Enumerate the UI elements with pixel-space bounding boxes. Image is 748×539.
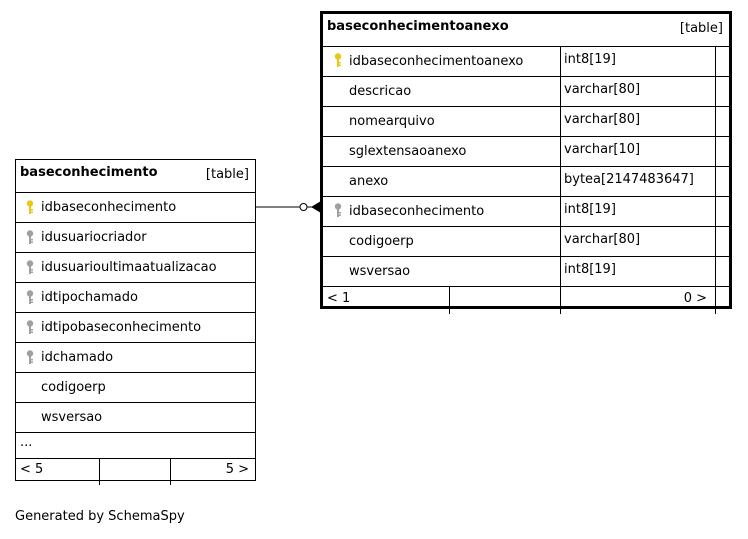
foreign-key-icon	[26, 290, 34, 309]
column-type: varchar[80]	[564, 112, 641, 127]
column-row[interactable]: codigoerp varchar[80]	[323, 227, 729, 257]
column-name: idbaseconhecimento	[349, 204, 485, 219]
foreign-key-icon	[334, 203, 342, 222]
column-name: idchamado	[41, 350, 114, 365]
generated-by-caption: Generated by SchemaSpy	[15, 509, 185, 524]
column-name: descricao	[349, 84, 412, 99]
column-name: sglextensaoanexo	[349, 144, 467, 159]
column-row[interactable]: codigoerp	[16, 373, 255, 403]
table-footer: < 1 0 >	[323, 287, 729, 314]
column-name: idusuarioultimaatualizacao	[41, 260, 217, 275]
column-row[interactable]: anexo bytea[2147483647]	[323, 167, 729, 197]
ellipsis: ...	[20, 435, 33, 450]
footer-children-count[interactable]: 0 >	[683, 291, 707, 306]
column-row[interactable]: idbaseconhecimento	[16, 193, 255, 223]
column-name: nomearquivo	[349, 114, 435, 129]
many-cardinality-marker	[311, 201, 321, 213]
column-row[interactable]: nomearquivo varchar[80]	[323, 107, 729, 137]
table-name: baseconhecimento	[20, 165, 158, 180]
column-type: varchar[10]	[564, 142, 641, 157]
primary-key-icon	[26, 200, 34, 219]
column-row[interactable]: idchamado	[16, 343, 255, 373]
foreign-key-icon	[26, 230, 34, 249]
footer-parents-count[interactable]: < 5	[20, 462, 44, 477]
foreign-key-icon	[26, 350, 34, 369]
table-baseconhecimentoanexo[interactable]: baseconhecimentoanexo [table] idbaseconh…	[320, 11, 732, 314]
primary-key-icon	[334, 53, 342, 72]
table-header: baseconhecimento [table]	[16, 160, 255, 193]
column-name: anexo	[349, 174, 389, 189]
column-type: bytea[2147483647]	[564, 172, 694, 187]
zero-cardinality-marker	[299, 203, 308, 211]
column-row[interactable]: idbaseconhecimento int8[19]	[323, 197, 729, 227]
column-name: idbaseconhecimentoanexo	[349, 54, 524, 69]
column-name: wsversao	[41, 410, 103, 425]
column-type: int8[19]	[564, 202, 616, 217]
column-name: idusuariocriador	[41, 230, 147, 245]
column-name: wsversao	[349, 264, 411, 279]
column-row[interactable]: sglextensaoanexo varchar[10]	[323, 137, 729, 167]
column-row[interactable]: descricao varchar[80]	[323, 77, 729, 107]
foreign-key-icon	[26, 260, 34, 279]
table-footer: < 5 5 >	[16, 459, 255, 485]
table-header: baseconhecimentoanexo [table]	[323, 14, 729, 47]
column-name: codigoerp	[349, 234, 414, 249]
footer-parents-count[interactable]: < 1	[327, 291, 351, 306]
column-name: idtipobaseconhecimento	[41, 320, 202, 335]
column-row[interactable]: idtipobaseconhecimento	[16, 313, 255, 343]
table-kind: [table]	[679, 21, 723, 36]
column-name: idtipochamado	[41, 290, 138, 305]
column-row[interactable]: idtipochamado	[16, 283, 255, 313]
column-type: varchar[80]	[564, 232, 641, 247]
column-name: idbaseconhecimento	[41, 200, 177, 215]
column-type: int8[19]	[564, 262, 616, 277]
column-row[interactable]: idbaseconhecimentoanexo int8[19]	[323, 47, 729, 77]
table-kind: [table]	[205, 167, 249, 182]
column-row[interactable]: idusuarioultimaatualizacao	[16, 253, 255, 283]
table-name: baseconhecimentoanexo	[327, 19, 509, 34]
column-type: int8[19]	[564, 52, 616, 67]
table-baseconhecimento[interactable]: baseconhecimento [table] idbaseconhecime…	[15, 159, 256, 485]
column-row[interactable]: wsversao int8[19]	[323, 257, 729, 287]
column-name: codigoerp	[41, 380, 106, 395]
footer-children-count[interactable]: 5 >	[225, 462, 249, 477]
column-type: varchar[80]	[564, 82, 641, 97]
column-row[interactable]: wsversao	[16, 403, 255, 433]
more-columns-indicator: ...	[16, 433, 255, 459]
foreign-key-icon	[26, 320, 34, 339]
column-row[interactable]: idusuariocriador	[16, 223, 255, 253]
